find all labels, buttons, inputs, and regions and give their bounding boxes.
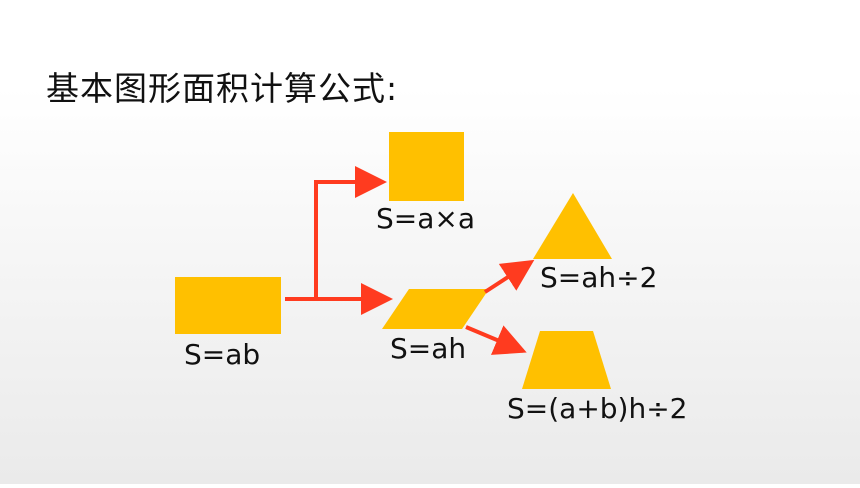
arrow-parallelogram-to-trapezoid xyxy=(465,325,527,355)
parallelogram-formula: S=ah xyxy=(390,332,467,365)
rectangle-formula: S=ab xyxy=(184,338,261,371)
arrow-rectangle-to-square xyxy=(285,166,387,301)
rectangle-shape xyxy=(175,277,281,334)
triangle-formula: S=ah÷2 xyxy=(540,261,658,294)
triangle-shape xyxy=(533,193,612,259)
square-shape xyxy=(389,132,464,201)
parallelogram-shape xyxy=(382,289,489,329)
page-title: 基本图形面积计算公式: xyxy=(46,69,399,108)
trapezoid-shape xyxy=(522,331,611,389)
square-formula: S=a×a xyxy=(376,202,476,235)
trapezoid-formula: S=(a+b)h÷2 xyxy=(507,392,688,425)
arrow-parallelogram-to-triangle xyxy=(483,259,535,294)
